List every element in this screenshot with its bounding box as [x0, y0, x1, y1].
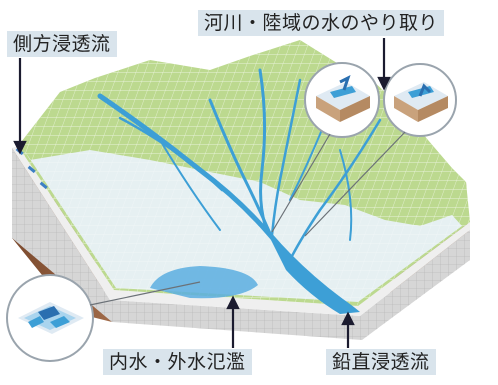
pointer-arrows	[13, 38, 391, 348]
detail-leader-lines	[89, 131, 406, 306]
inland-outer-flooding-label: 内水・外水氾濫	[103, 349, 252, 375]
flooding-detail-circle	[6, 274, 94, 362]
flood-area-outer	[270, 238, 360, 314]
flood-area-inland	[150, 266, 258, 299]
lateral-seepage-label: 側方浸透流	[7, 31, 117, 57]
vertical-seepage-label: 鉛直浸透流	[326, 349, 436, 375]
exchange-detail-circle-2	[383, 63, 457, 137]
exchange-detail-circle-1	[304, 62, 380, 138]
river-land-exchange-label: 河川・陸域の水のやり取り	[198, 10, 445, 36]
